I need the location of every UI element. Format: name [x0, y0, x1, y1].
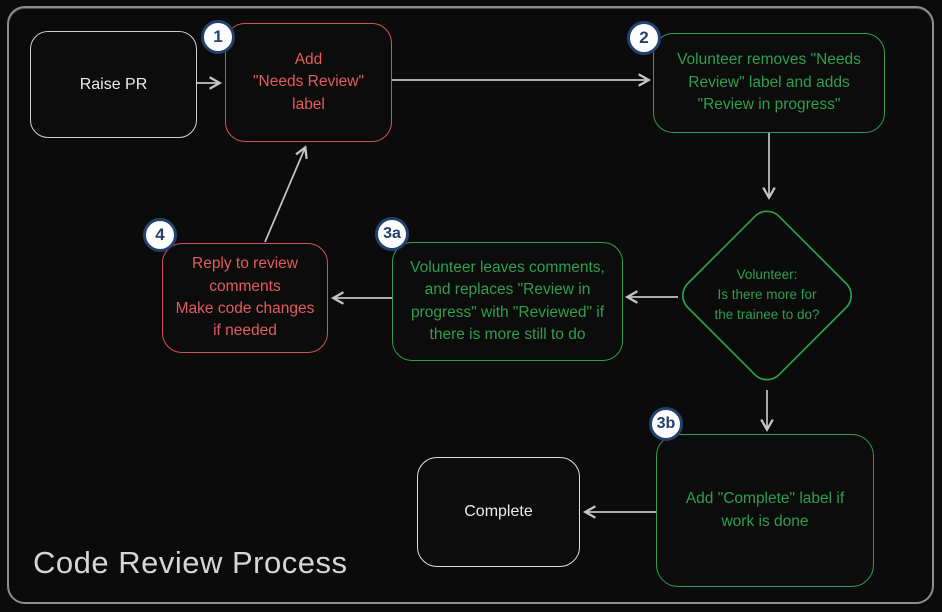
step-badge-3b: 3b [649, 407, 683, 441]
step-badge-3a: 3a [375, 217, 409, 251]
node-step3b-add-complete-label: Add "Complete" label if work is done [656, 434, 874, 587]
edge-step4-to-step1 [264, 145, 308, 243]
node-complete: Complete [417, 457, 580, 567]
node-step3a-volunteer-leaves-comments: Volunteer leaves comments, and replaces … [392, 242, 623, 361]
decision-diamond-shape [681, 210, 853, 381]
node-step2-volunteer-removes-label: Volunteer removes "Needs Review" label a… [653, 33, 885, 133]
node-decision-more-for-trainee: Volunteer: Is there more for the trainee… [714, 266, 820, 323]
step-badge-2: 2 [627, 21, 661, 55]
node-step4-reply-to-review-comments: Reply to review comments Make code chang… [162, 243, 328, 353]
node-step1-add-needs-review-label: Add "Needs Review" label [225, 23, 392, 142]
step-badge-4: 4 [143, 218, 177, 252]
diagram-title: Code Review Process [33, 545, 348, 580]
step-badge-1: 1 [201, 20, 235, 54]
node-raise-pr: Raise PR [30, 31, 197, 138]
